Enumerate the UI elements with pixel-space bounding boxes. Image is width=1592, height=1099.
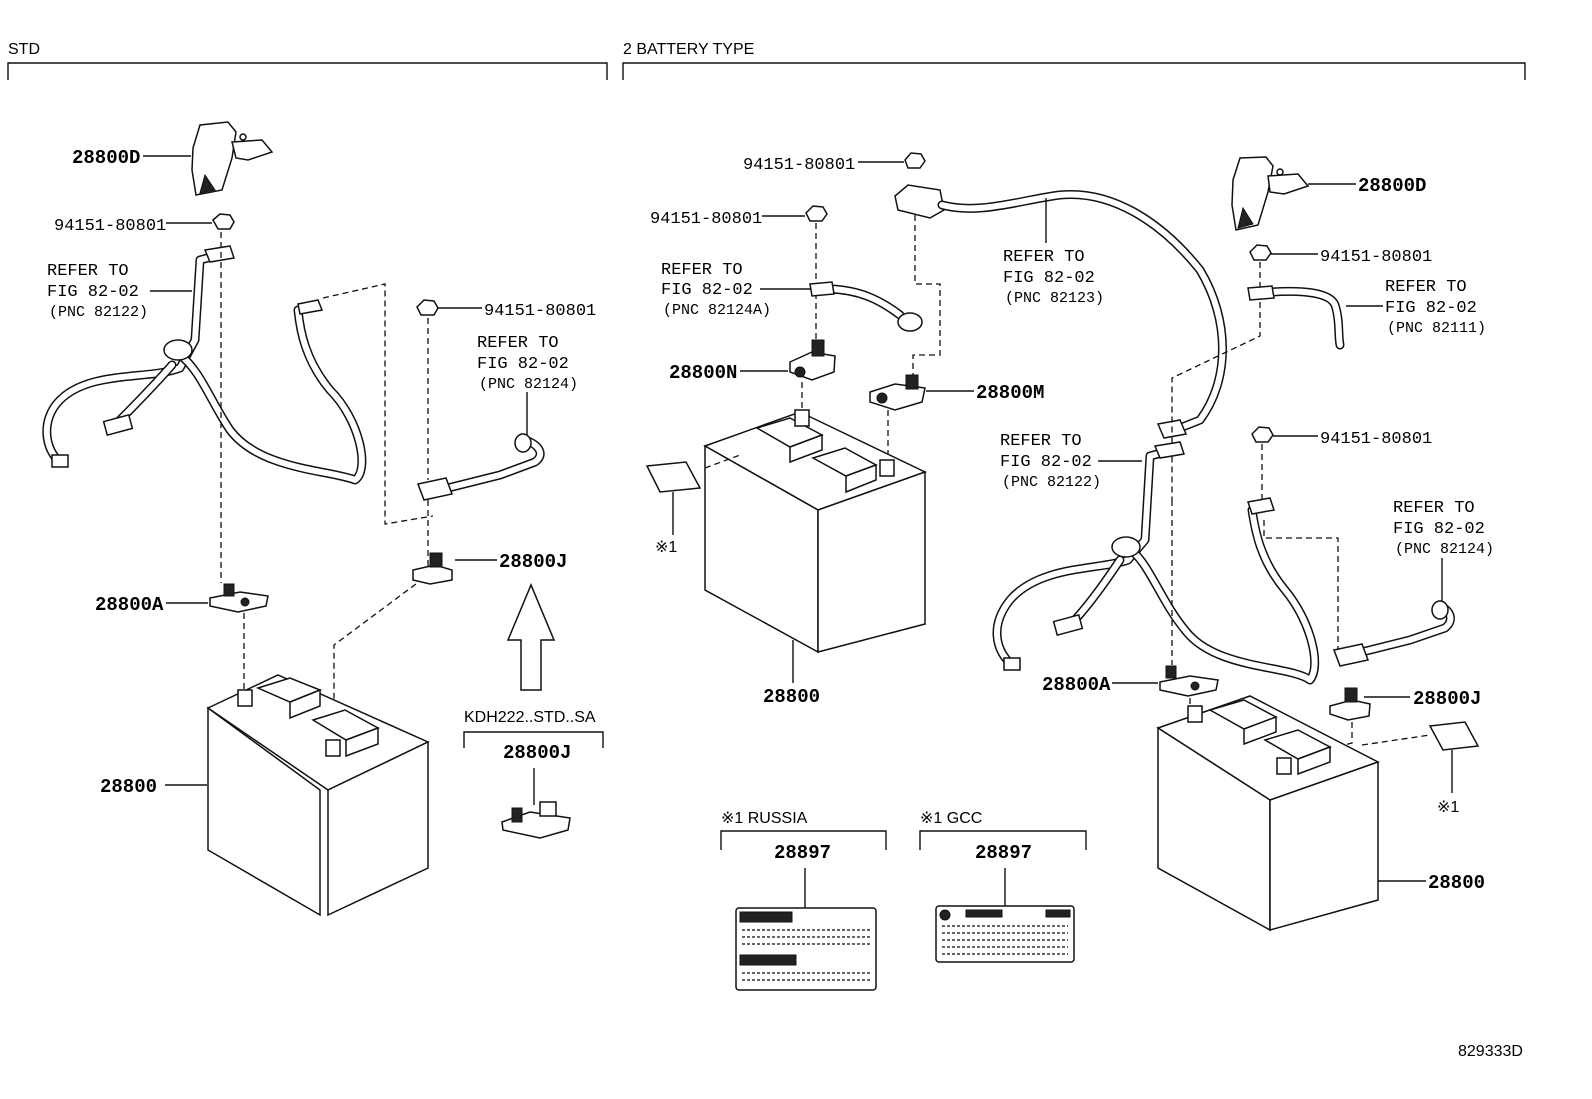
terminal-28800a-right-icon	[1159, 665, 1219, 697]
terminal-28800j-variant-icon	[501, 801, 571, 839]
fig-82124-left: FIG 82-02	[477, 355, 569, 374]
pnc-82122-left: (PNC 82122)	[49, 304, 148, 321]
cable-82122-left	[42, 245, 367, 485]
section-2battery-bracket	[622, 62, 1526, 80]
refer-to-82123: REFER TO	[1003, 248, 1085, 267]
note-gcc: ※1 GCC	[920, 810, 982, 827]
refer-to-82124a: REFER TO	[661, 261, 743, 280]
section-std-title: STD	[8, 41, 40, 58]
nut-icon	[1251, 426, 1274, 443]
label-nut-right-1: 94151-80801	[743, 156, 855, 175]
terminal-28800j-right-icon	[1329, 687, 1371, 721]
label-28897-gcc-icon	[935, 905, 1075, 963]
cable-82124-right	[1332, 600, 1455, 667]
label-28897-gcc: 28897	[975, 842, 1032, 864]
label-28800j-variant: 28800J	[503, 742, 571, 764]
refer-to-82111: REFER TO	[1385, 278, 1467, 297]
cable-82111	[1247, 285, 1345, 350]
nut-icon	[212, 213, 235, 230]
label-28897-russia-icon	[735, 907, 877, 991]
pnc-82122-right: (PNC 82122)	[1002, 474, 1101, 491]
section-2battery-title: 2 BATTERY TYPE	[623, 41, 754, 58]
section-std-bracket	[7, 62, 608, 80]
nut-icon	[416, 299, 439, 316]
label-28800n: 28800N	[669, 362, 737, 384]
clamp-28800d-icon	[191, 121, 274, 196]
refer-to-82124-left: REFER TO	[477, 334, 559, 353]
cable-82124a	[809, 281, 923, 332]
label-28800j-right: 28800J	[1413, 688, 1481, 710]
clamp-28800d-icon	[1231, 156, 1310, 231]
label-battery-right: 28800	[1428, 872, 1485, 894]
pnc-82111: (PNC 82111)	[1387, 320, 1486, 337]
terminal-28800n-icon	[789, 339, 836, 381]
label-nut-right-4: 94151-80801	[1320, 430, 1432, 449]
fig-82124-right: FIG 82-02	[1393, 520, 1485, 539]
terminal-28800a-left-icon	[209, 583, 269, 613]
terminal-28800m-icon	[869, 374, 926, 411]
figure-id: 829333D	[1458, 1043, 1523, 1060]
pnc-82124-right: (PNC 82124)	[1395, 541, 1494, 558]
warning-label-icon	[645, 461, 702, 493]
label-28897-russia: 28897	[774, 842, 831, 864]
battery-middle-icon	[703, 409, 927, 654]
fig-82122-right: FIG 82-02	[1000, 453, 1092, 472]
mark-right: ※1	[1437, 799, 1459, 816]
refer-to-82124-right: REFER TO	[1393, 499, 1475, 518]
pnc-82124-left: (PNC 82124)	[479, 376, 578, 393]
label-28800a-right: 28800A	[1042, 674, 1111, 696]
pnc-82124a: (PNC 82124A)	[663, 302, 771, 319]
label-battery-left: 28800	[100, 776, 157, 798]
variant-label: KDH222..STD..SA	[464, 709, 596, 726]
label-nut-right-3: 94151-80801	[1320, 248, 1432, 267]
label-28800m: 28800M	[976, 382, 1044, 404]
label-28800a-left: 28800A	[95, 594, 164, 616]
label-nut-left-1: 94151-80801	[54, 217, 166, 236]
fig-82111: FIG 82-02	[1385, 299, 1477, 318]
nut-icon	[904, 152, 926, 169]
battery-right-icon	[1156, 695, 1380, 932]
label-nut-right-2: 94151-80801	[650, 210, 762, 229]
nut-icon	[805, 205, 828, 222]
fig-82123: FIG 82-02	[1003, 269, 1095, 288]
refer-to-82122-left: REFER TO	[47, 262, 129, 281]
label-28800d-right: 28800D	[1358, 175, 1426, 197]
cable-82123	[894, 184, 1227, 439]
label-nut-left-2: 94151-80801	[484, 302, 596, 321]
battery-left-icon	[206, 674, 430, 917]
mark-left: ※1	[655, 539, 677, 556]
label-28800d-left: 28800D	[72, 147, 140, 169]
pnc-82123: (PNC 82123)	[1005, 290, 1104, 307]
view-arrow-icon	[506, 583, 556, 691]
terminal-28800j-left-icon	[412, 552, 453, 585]
refer-to-82122-right: REFER TO	[1000, 432, 1082, 451]
fig-82124a: FIG 82-02	[661, 281, 753, 300]
nut-icon	[1249, 244, 1272, 261]
label-battery-middle: 28800	[763, 686, 820, 708]
cable-82124-left	[416, 433, 545, 501]
fig-82122-left: FIG 82-02	[47, 283, 139, 302]
cable-82122-right	[992, 441, 1320, 685]
note-russia: ※1 RUSSIA	[721, 810, 808, 827]
label-28800j-left: 28800J	[499, 551, 567, 573]
warning-label-icon	[1428, 721, 1480, 751]
